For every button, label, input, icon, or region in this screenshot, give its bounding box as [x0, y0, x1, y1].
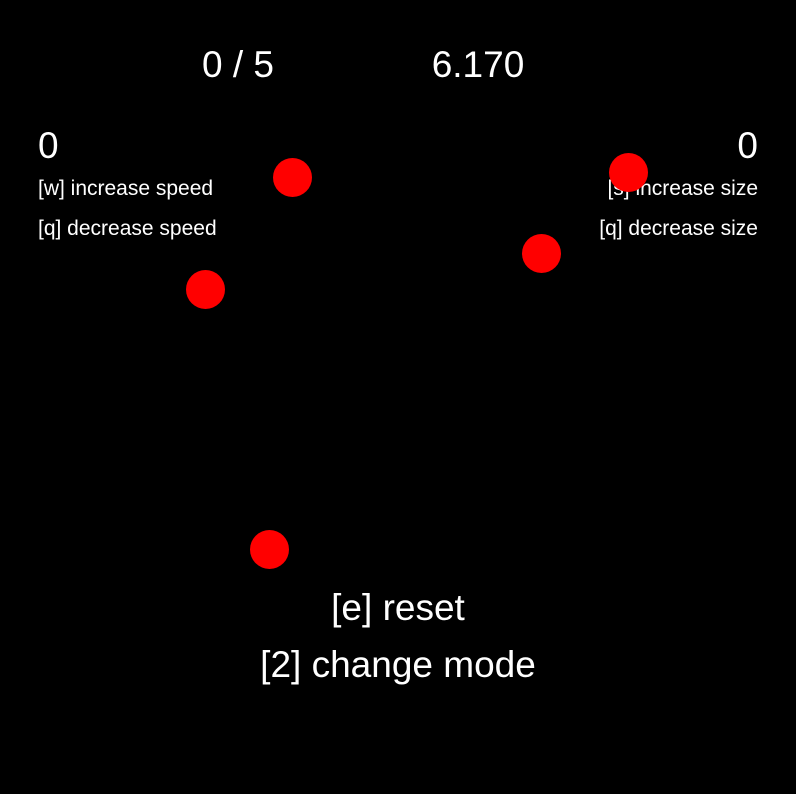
reset-hint: [e] reset: [331, 587, 465, 628]
score-counter: 0 / 5: [202, 44, 274, 85]
target-dot[interactable]: [521, 233, 561, 273]
timer-display: 6.170: [431, 44, 525, 85]
increase-speed-hint: [w] increase speed: [38, 177, 214, 200]
target-dot[interactable]: [185, 269, 225, 309]
decrease-speed-hint: [q] decrease speed: [38, 217, 217, 240]
target-dot[interactable]: [249, 529, 289, 569]
target-dot[interactable]: [272, 157, 312, 197]
decrease-size-hint: [q] decrease size: [599, 217, 758, 240]
size-value: 0: [737, 125, 758, 166]
speed-value: 0: [38, 125, 59, 166]
change-mode-hint: [2] change mode: [260, 644, 536, 685]
target-dot[interactable]: [608, 152, 648, 192]
increase-size-hint: [s] increase size: [607, 177, 758, 200]
